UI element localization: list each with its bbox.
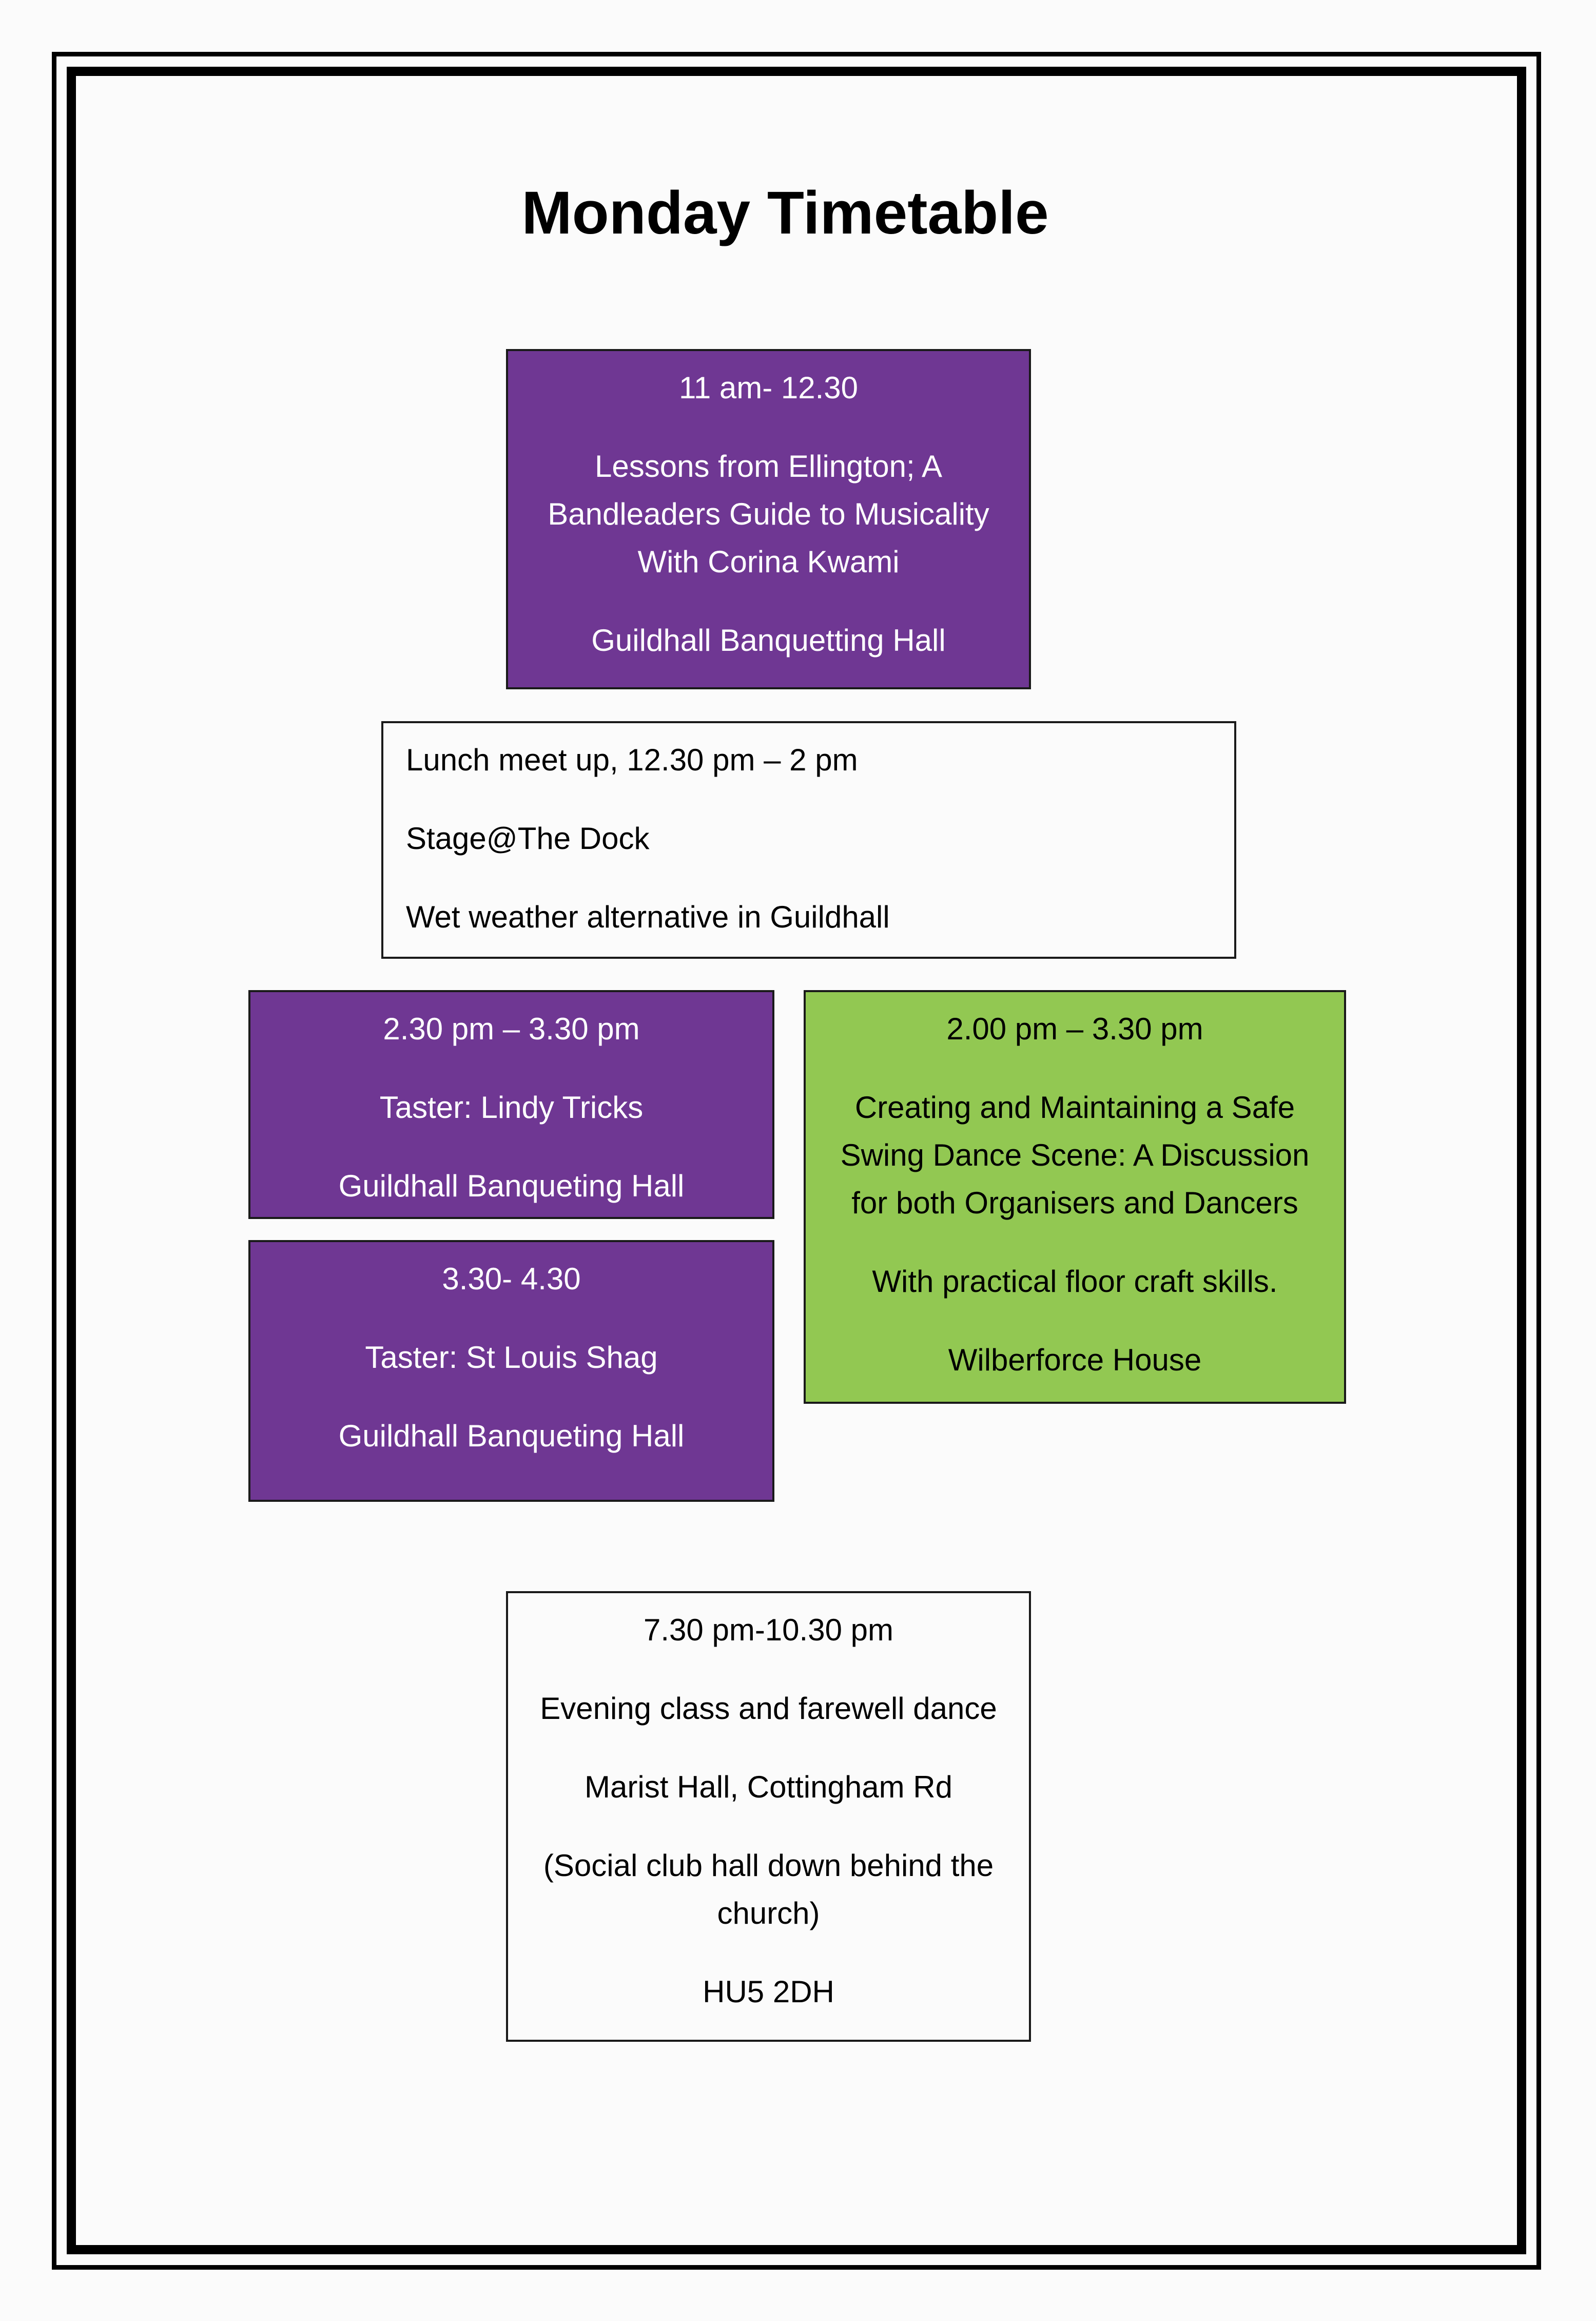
session-time: 2.30 pm – 3.30 pm xyxy=(383,1012,640,1046)
session-venue: Stage@The Dock xyxy=(406,821,650,856)
session-note: Wet weather alternative in Guildhall xyxy=(406,900,890,934)
session-venue: Guildhall Banqueting Hall xyxy=(338,1169,685,1203)
session-postcode: HU5 2DH xyxy=(703,1975,834,2009)
page-title: Monday Timetable xyxy=(521,179,1049,247)
session-time: 3.30- 4.30 xyxy=(442,1262,581,1296)
session-subtitle: With practical floor craft skills. xyxy=(872,1264,1278,1299)
session-venue: Guildhall Banqueting Hall xyxy=(338,1419,685,1453)
session-card-lindy-tricks: 2.30 pm – 3.30 pm Taster: Lindy Tricks G… xyxy=(248,990,774,1219)
session-title: Taster: St Louis Shag xyxy=(365,1340,658,1375)
session-time: 2.00 pm – 3.30 pm xyxy=(946,1012,1203,1046)
session-card-lunch: Lunch meet up, 12.30 pm – 2 pm Stage@The… xyxy=(381,721,1236,959)
session-title: Lessons from Ellington; A Bandleaders Gu… xyxy=(548,449,989,579)
session-card-safe-scene: 2.00 pm – 3.30 pm Creating and Maintaini… xyxy=(804,990,1346,1404)
session-time: Lunch meet up, 12.30 pm – 2 pm xyxy=(406,743,858,777)
session-venue: Marist Hall, Cottingham Rd xyxy=(585,1770,952,1804)
session-note: (Social club hall down behind the church… xyxy=(543,1848,994,1930)
session-venue: Wilberforce House xyxy=(948,1343,1202,1377)
session-title: Creating and Maintaining a Safe Swing Da… xyxy=(840,1090,1310,1220)
session-venue: Guildhall Banquetting Hall xyxy=(591,623,946,657)
session-time: 7.30 pm-10.30 pm xyxy=(644,1613,893,1647)
page-border-inner xyxy=(67,67,1526,2254)
session-card-st-louis-shag: 3.30- 4.30 Taster: St Louis Shag Guildha… xyxy=(248,1240,774,1502)
session-card-evening: 7.30 pm-10.30 pm Evening class and farew… xyxy=(506,1591,1031,2042)
session-time: 11 am- 12.30 xyxy=(678,371,859,405)
session-title: Evening class and farewell dance xyxy=(540,1691,997,1726)
session-title: Taster: Lindy Tricks xyxy=(379,1090,644,1125)
page-border-outer xyxy=(52,52,1541,2270)
session-card-ellington: 11 am- 12.30 Lessons from Ellington; A B… xyxy=(506,349,1031,689)
